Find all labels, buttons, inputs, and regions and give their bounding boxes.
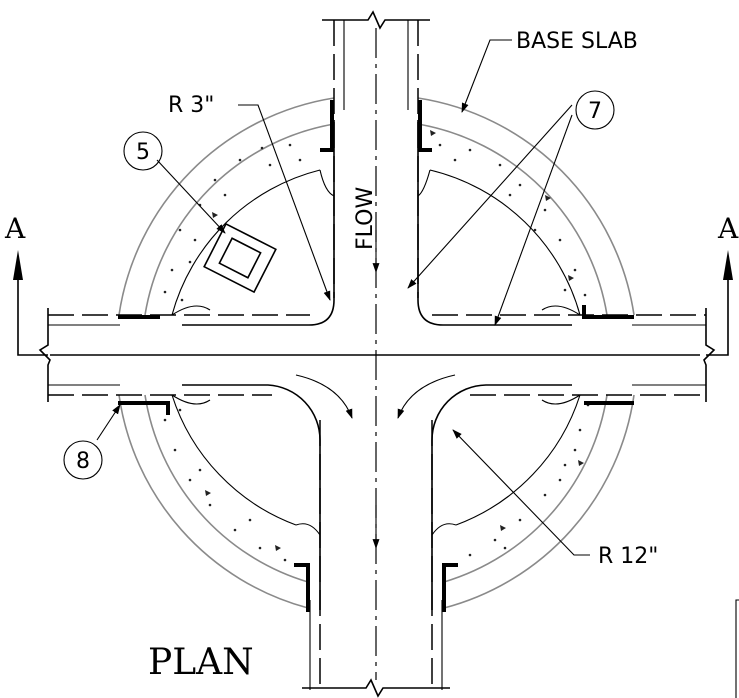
radius-small-label: R 3"	[168, 93, 214, 118]
channel-fillets	[171, 120, 581, 610]
concrete-hatch	[163, 130, 590, 562]
flow-arrows	[295, 230, 456, 549]
callout-7-number: 7	[588, 99, 602, 124]
callout-5-number: 5	[136, 140, 150, 165]
horizontal-pipe	[38, 308, 716, 402]
joint-marks	[118, 100, 634, 612]
callout-7: 7	[575, 90, 615, 130]
base-slab-label: BASE SLAB	[516, 29, 638, 54]
callout-5: 5	[123, 131, 163, 171]
section-arrow-left	[13, 250, 48, 356]
section-label-left: A	[4, 212, 26, 245]
callout-8-number: 8	[76, 449, 90, 474]
title-block-edge	[735, 599, 739, 698]
access-frame	[203, 222, 277, 294]
section-arrow-right	[706, 250, 733, 356]
section-label-right: A	[717, 212, 739, 245]
callout-8: 8	[63, 440, 103, 480]
radius-large-label: R 12"	[598, 544, 658, 569]
plan-title: PLAN	[148, 642, 254, 683]
leader-lines	[96, 39, 590, 556]
vertical-pipe	[302, 10, 450, 698]
flow-label: FLOW	[353, 187, 378, 250]
